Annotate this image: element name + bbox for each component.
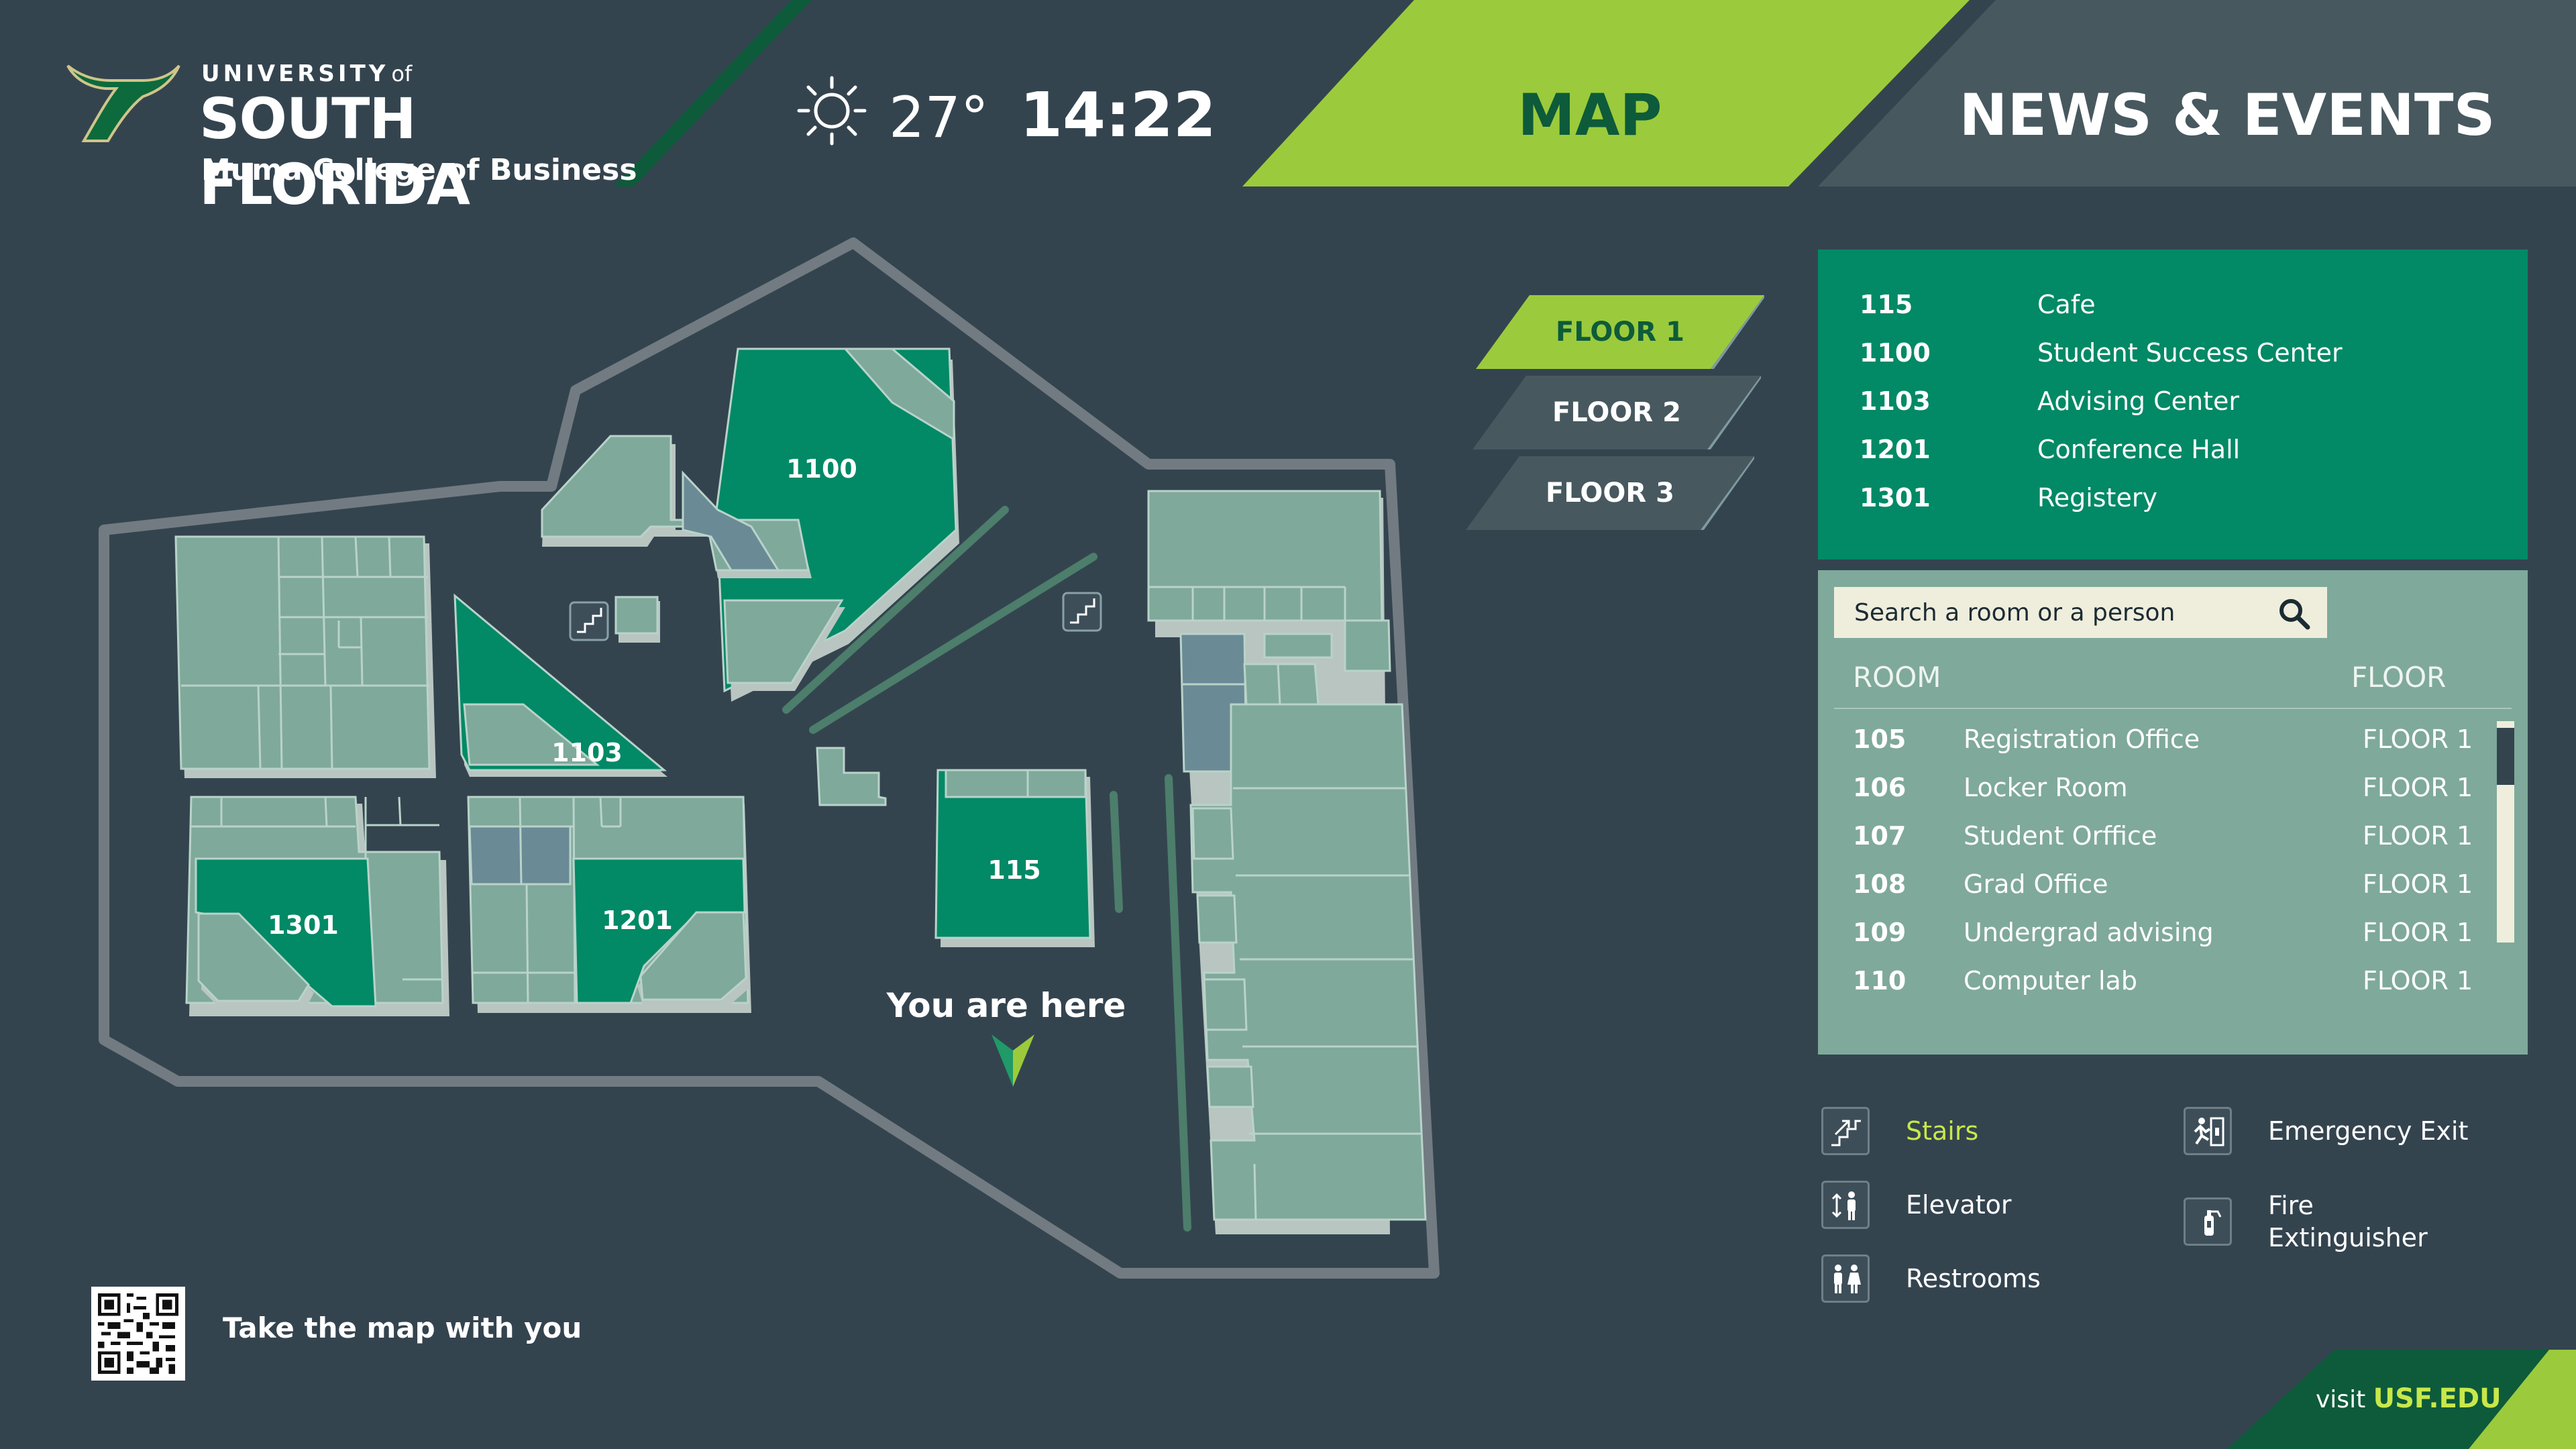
you-are-here-marker-icon (991, 1034, 1034, 1087)
room-number: 109 (1853, 918, 1907, 947)
room-number: 110 (1853, 966, 1907, 996)
tab-map-shape (1242, 0, 1970, 186)
room-number: 108 (1853, 869, 1907, 899)
qr-code[interactable] (91, 1287, 185, 1381)
tab-map[interactable]: MAP (1517, 82, 1662, 149)
room-name: Grad Office (1964, 869, 2108, 899)
room-name: Advising Center (2037, 386, 2240, 416)
room-name: Computer lab (1964, 966, 2137, 996)
room-name: Undergrad advising (1964, 918, 2214, 947)
legend-label: Stairs (1906, 1116, 1979, 1146)
room-label-115: 115 (987, 855, 1040, 885)
tab-news-events[interactable]: NEWS & EVENTS (1959, 82, 2496, 149)
university-name: SOUTH FLORIDA (199, 86, 470, 217)
room-floor: FLOOR 1 (2363, 773, 2473, 802)
small-room (614, 596, 659, 635)
stairs-icon (1821, 1107, 1870, 1155)
building-outline (99, 237, 1440, 1279)
visit-label: visit (2316, 1386, 2366, 1413)
tab-news-shape (1818, 0, 2576, 186)
floor-2-button[interactable]: FLOOR 2 (1472, 376, 1761, 449)
room-label-1103: 1103 (551, 738, 623, 767)
room-block-right (1147, 490, 1427, 1234)
floor-3-button[interactable]: FLOOR 3 (1466, 456, 1754, 530)
room-block-a (174, 535, 436, 778)
restroom-icon (1821, 1254, 1870, 1303)
small-room-zigzag (816, 747, 887, 806)
room-1100: 1100 (541, 347, 959, 702)
floor-2-shape (1472, 376, 1761, 449)
map-stairs-icon-1 (569, 601, 609, 641)
room-number: 1103 (1860, 386, 1931, 416)
room-1201: 1201 (467, 796, 751, 1013)
room-number: 1100 (1860, 338, 1931, 368)
search-box[interactable] (1834, 587, 2327, 638)
qr-caption: Take the map with you (223, 1311, 582, 1344)
room-floor: FLOOR 1 (2363, 724, 2473, 754)
scrollbar[interactable] (2497, 721, 2514, 943)
column-header-floor: FLOOR (2351, 661, 2447, 694)
floor-3-shape (1466, 456, 1754, 530)
legend-label: Emergency Exit (2268, 1116, 2469, 1146)
floor-map: 1103 1100 115 (99, 237, 1440, 1279)
footer-shape (2227, 1350, 2576, 1449)
tab-shapes (614, 0, 2576, 186)
room-number: 1201 (1860, 435, 1931, 464)
elevator-icon (1821, 1181, 1870, 1229)
column-header-room: ROOM (1853, 661, 1941, 694)
search-input[interactable] (1854, 587, 2270, 638)
room-label-1201: 1201 (602, 906, 673, 935)
floor-1-label: FLOOR 1 (1556, 317, 1684, 347)
legend-label: Restrooms (1906, 1264, 2041, 1293)
room-number: 1301 (1860, 483, 1931, 513)
bull-logo-icon (66, 64, 180, 142)
featured-rooms-panel: 115 Cafe 1100 Student Success Center 1103 A… (1818, 250, 2528, 559)
room-name: Conference Hall (2037, 435, 2241, 464)
room-name: Student Orffice (1964, 821, 2157, 851)
room-number: 115 (1860, 290, 1913, 319)
room-1103: 1103 (453, 593, 667, 777)
room-number: 105 (1853, 724, 1907, 754)
room-floor: FLOOR 1 (2363, 918, 2473, 947)
college-name: Muma College of Business (201, 153, 637, 187)
you-are-here-label: You are here (886, 986, 1126, 1025)
room-name: Locker Room (1964, 773, 2128, 802)
header-divider (1834, 708, 2512, 709)
footer-link[interactable]: visit USF.EDU (2316, 1383, 2502, 1414)
room-name: Registery (2037, 483, 2157, 513)
room-label-1100: 1100 (786, 454, 857, 484)
clock: 14:22 (1020, 79, 1216, 151)
room-floor: FLOOR 1 (2363, 869, 2473, 899)
emergency-exit-icon (2184, 1107, 2232, 1155)
corridor-walls (782, 506, 1191, 1232)
floor-2-label: FLOOR 2 (1552, 397, 1681, 428)
room-number: 107 (1853, 821, 1907, 851)
legend-label: Elevator (1906, 1190, 2012, 1220)
site-link[interactable]: USF.EDU (2373, 1383, 2502, 1414)
sun-icon (797, 76, 867, 146)
floor-3-label: FLOOR 3 (1546, 478, 1674, 508)
room-name: Registration Office (1964, 724, 2200, 754)
room-name: Cafe (2037, 290, 2096, 319)
room-label-1301: 1301 (268, 910, 339, 940)
search-icon[interactable] (2277, 596, 2312, 631)
room-1301: 1301 (185, 796, 449, 1016)
room-number: 106 (1853, 773, 1907, 802)
floor-1-shape (1476, 295, 1764, 369)
room-name: Student Success Center (2037, 338, 2343, 368)
room-floor: FLOOR 1 (2363, 966, 2473, 996)
room-115: 115 (934, 769, 1095, 947)
map-stairs-icon-2 (1062, 592, 1102, 632)
floor-1-button[interactable]: FLOOR 1 (1476, 295, 1764, 369)
scrollbar-thumb[interactable] (2497, 728, 2514, 785)
fire-extinguisher-icon (2184, 1197, 2232, 1246)
room-floor: FLOOR 1 (2363, 821, 2473, 851)
legend-label: Fire Extinguisher (2268, 1191, 2428, 1252)
temperature: 27° (889, 85, 989, 150)
qr-code-icon (98, 1293, 178, 1374)
header-divider-stripe (614, 0, 812, 186)
